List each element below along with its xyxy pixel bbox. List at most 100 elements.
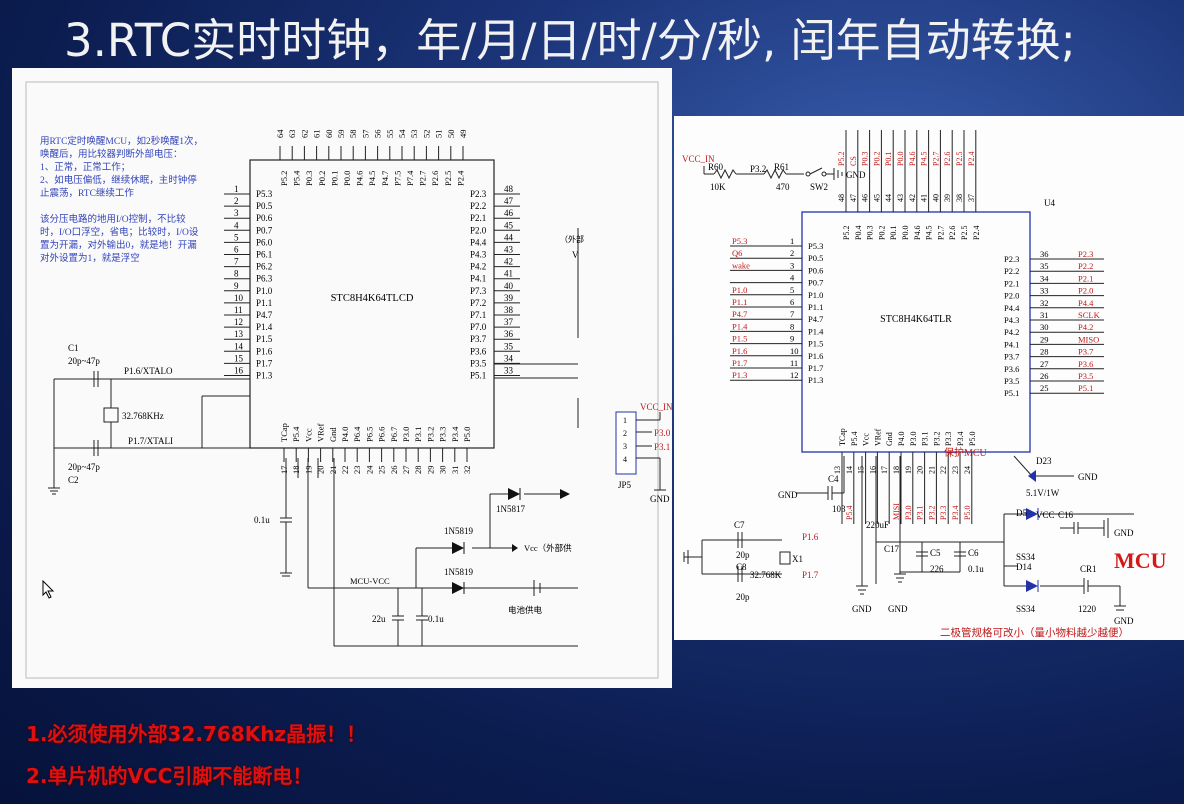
vcc-ext-label: Vcc（外部供 bbox=[524, 543, 572, 553]
pin-net: P5.2 bbox=[837, 152, 846, 166]
pin-net: P3.2 bbox=[927, 506, 936, 520]
protect-label: 保护MCU bbox=[944, 446, 988, 459]
left-chip-name: STC8H4K64TLCD bbox=[331, 293, 414, 304]
pin-number: 15 bbox=[857, 466, 866, 474]
pin-name: P2.0 bbox=[1004, 291, 1019, 301]
jp5-label: JP5 bbox=[618, 480, 632, 490]
pin-number: 8 bbox=[790, 321, 794, 331]
vcc-in-label: VCC_IN bbox=[682, 154, 715, 164]
jp5-pin-number: 2 bbox=[623, 429, 627, 438]
pin-net: P3.1 bbox=[916, 506, 925, 520]
note-text: 时，I/O口浮空，省电；比较时，I/O设 bbox=[40, 226, 199, 238]
pin-number: 63 bbox=[287, 130, 297, 139]
pin-name: P2.3 bbox=[1004, 254, 1019, 264]
pin-net: P5.4 bbox=[845, 506, 854, 520]
pin-number: 13 bbox=[234, 329, 244, 339]
pin-net: P5.3 bbox=[732, 236, 747, 246]
pin-number: 39 bbox=[943, 194, 952, 202]
pin-net: P1.6 bbox=[732, 346, 747, 356]
pin-name: P6.5 bbox=[364, 427, 374, 442]
pin-name: P6.2 bbox=[256, 262, 272, 272]
pin-net: P4.7 bbox=[732, 309, 747, 319]
pin-number: 32 bbox=[1040, 298, 1049, 308]
pin-number: 22 bbox=[340, 466, 350, 475]
pin-number: 43 bbox=[504, 245, 514, 255]
pin-name: P1.0 bbox=[256, 286, 273, 296]
pin-name: P7.2 bbox=[470, 298, 486, 308]
pin-name: P7.1 bbox=[470, 310, 486, 320]
pin-number: 51 bbox=[434, 130, 444, 139]
pin-name: P4.6 bbox=[355, 171, 365, 186]
pin-name: P4.4 bbox=[1004, 303, 1020, 313]
pin-number: 21 bbox=[927, 466, 936, 474]
pin-number: 43 bbox=[896, 194, 905, 202]
pin-number: 46 bbox=[861, 194, 870, 202]
c4-label: C4 bbox=[828, 474, 839, 484]
jp5-gnd: GND bbox=[650, 494, 670, 504]
pin-number: 55 bbox=[385, 130, 395, 139]
left-schematic-panel: 用RTC定时唤醒MCU，如2秒唤醒1次，唤醒后，用比较器判断外部电压：1、正常，… bbox=[12, 68, 672, 688]
pin-number: 59 bbox=[336, 130, 346, 139]
pin-net: P1.1 bbox=[732, 297, 747, 307]
pin-number: 64 bbox=[275, 129, 285, 138]
right-schematic: VCC_IN R60 10K P3.2 R61 470 SW2 GND U4 S… bbox=[682, 130, 1167, 639]
pin-number: 24 bbox=[963, 466, 972, 474]
pin-name: P3.7 bbox=[470, 334, 487, 344]
p17-net: P1.7 bbox=[802, 570, 819, 580]
c2-value: 20p~47p bbox=[68, 462, 100, 472]
pin-name: P0.5 bbox=[808, 253, 823, 263]
pin-name: P6.6 bbox=[377, 427, 387, 442]
partial-v-label: V bbox=[572, 250, 579, 260]
pin-number: 14 bbox=[234, 341, 244, 351]
pin-name: P3.6 bbox=[470, 346, 487, 356]
pin-number: 46 bbox=[504, 208, 514, 218]
pin-number: 48 bbox=[837, 194, 846, 202]
pin-number: 23 bbox=[352, 466, 362, 475]
pin-number: 9 bbox=[790, 334, 794, 344]
pin-name: P2.5 bbox=[960, 226, 969, 240]
pin-name: P0.1 bbox=[889, 226, 898, 240]
pin-name: P0.2 bbox=[317, 171, 327, 186]
pin-name: P5.4 bbox=[850, 432, 859, 446]
note-line-2: 2.单片机的VCC引脚不能断电！ bbox=[26, 764, 313, 788]
pin-number: 28 bbox=[1040, 347, 1049, 357]
pin-number: 10 bbox=[234, 293, 244, 303]
c5-value: 226 bbox=[930, 564, 944, 574]
pin-name: P0.0 bbox=[901, 226, 910, 240]
vcc-label: VCC bbox=[1036, 510, 1055, 520]
pin-name: P1.3 bbox=[256, 371, 273, 381]
pin-number: 47 bbox=[504, 196, 514, 206]
pin-number: 36 bbox=[504, 329, 514, 339]
gnd-d23: GND bbox=[1078, 472, 1098, 482]
jp5-pin-number: 3 bbox=[623, 442, 627, 451]
pin-number: 33 bbox=[504, 366, 514, 376]
pin-name: P1.3 bbox=[808, 375, 823, 385]
note-text: 1、正常，正常工作； bbox=[40, 161, 130, 173]
pin-name: P0.3 bbox=[304, 171, 314, 186]
pin-net: P1.7 bbox=[732, 358, 747, 368]
pin-name: VRef bbox=[873, 428, 882, 446]
pin-name: P0.7 bbox=[808, 278, 823, 288]
pin-name: P5.2 bbox=[279, 171, 289, 186]
pin-net: P3.4 bbox=[951, 506, 960, 520]
pin-name: P0.3 bbox=[866, 226, 875, 240]
pin-name: P5.1 bbox=[470, 371, 486, 381]
d14-label: D14 bbox=[1016, 562, 1032, 572]
pin-name: P1.4 bbox=[256, 322, 273, 332]
pin-name: P7.4 bbox=[405, 170, 415, 186]
slide-title: 3.RTC实时时钟，年/月/日/时/分/秒, 闰年自动转换; bbox=[64, 14, 1076, 67]
pin-number: 37 bbox=[504, 317, 514, 327]
pin-net: P2.1 bbox=[1078, 273, 1093, 283]
pin-name: P4.5 bbox=[367, 171, 377, 186]
pin-name: P3.2 bbox=[425, 427, 435, 442]
mouse-cursor-icon bbox=[42, 579, 56, 604]
diode-note: 二极管规格可改小（量小物料越少越便） bbox=[940, 626, 1129, 639]
cr1-label: CR1 bbox=[1080, 564, 1097, 574]
pin-name: P2.6 bbox=[948, 226, 957, 240]
note-text: 该分压电路的地用I/O控制，不比较 bbox=[40, 213, 186, 225]
c4-value: 103 bbox=[832, 504, 846, 514]
pin-name: P1.5 bbox=[808, 339, 823, 349]
pin-name: P2.1 bbox=[1004, 278, 1019, 288]
pin-number: 19 bbox=[904, 466, 913, 474]
pin-name: P5.0 bbox=[968, 432, 977, 446]
